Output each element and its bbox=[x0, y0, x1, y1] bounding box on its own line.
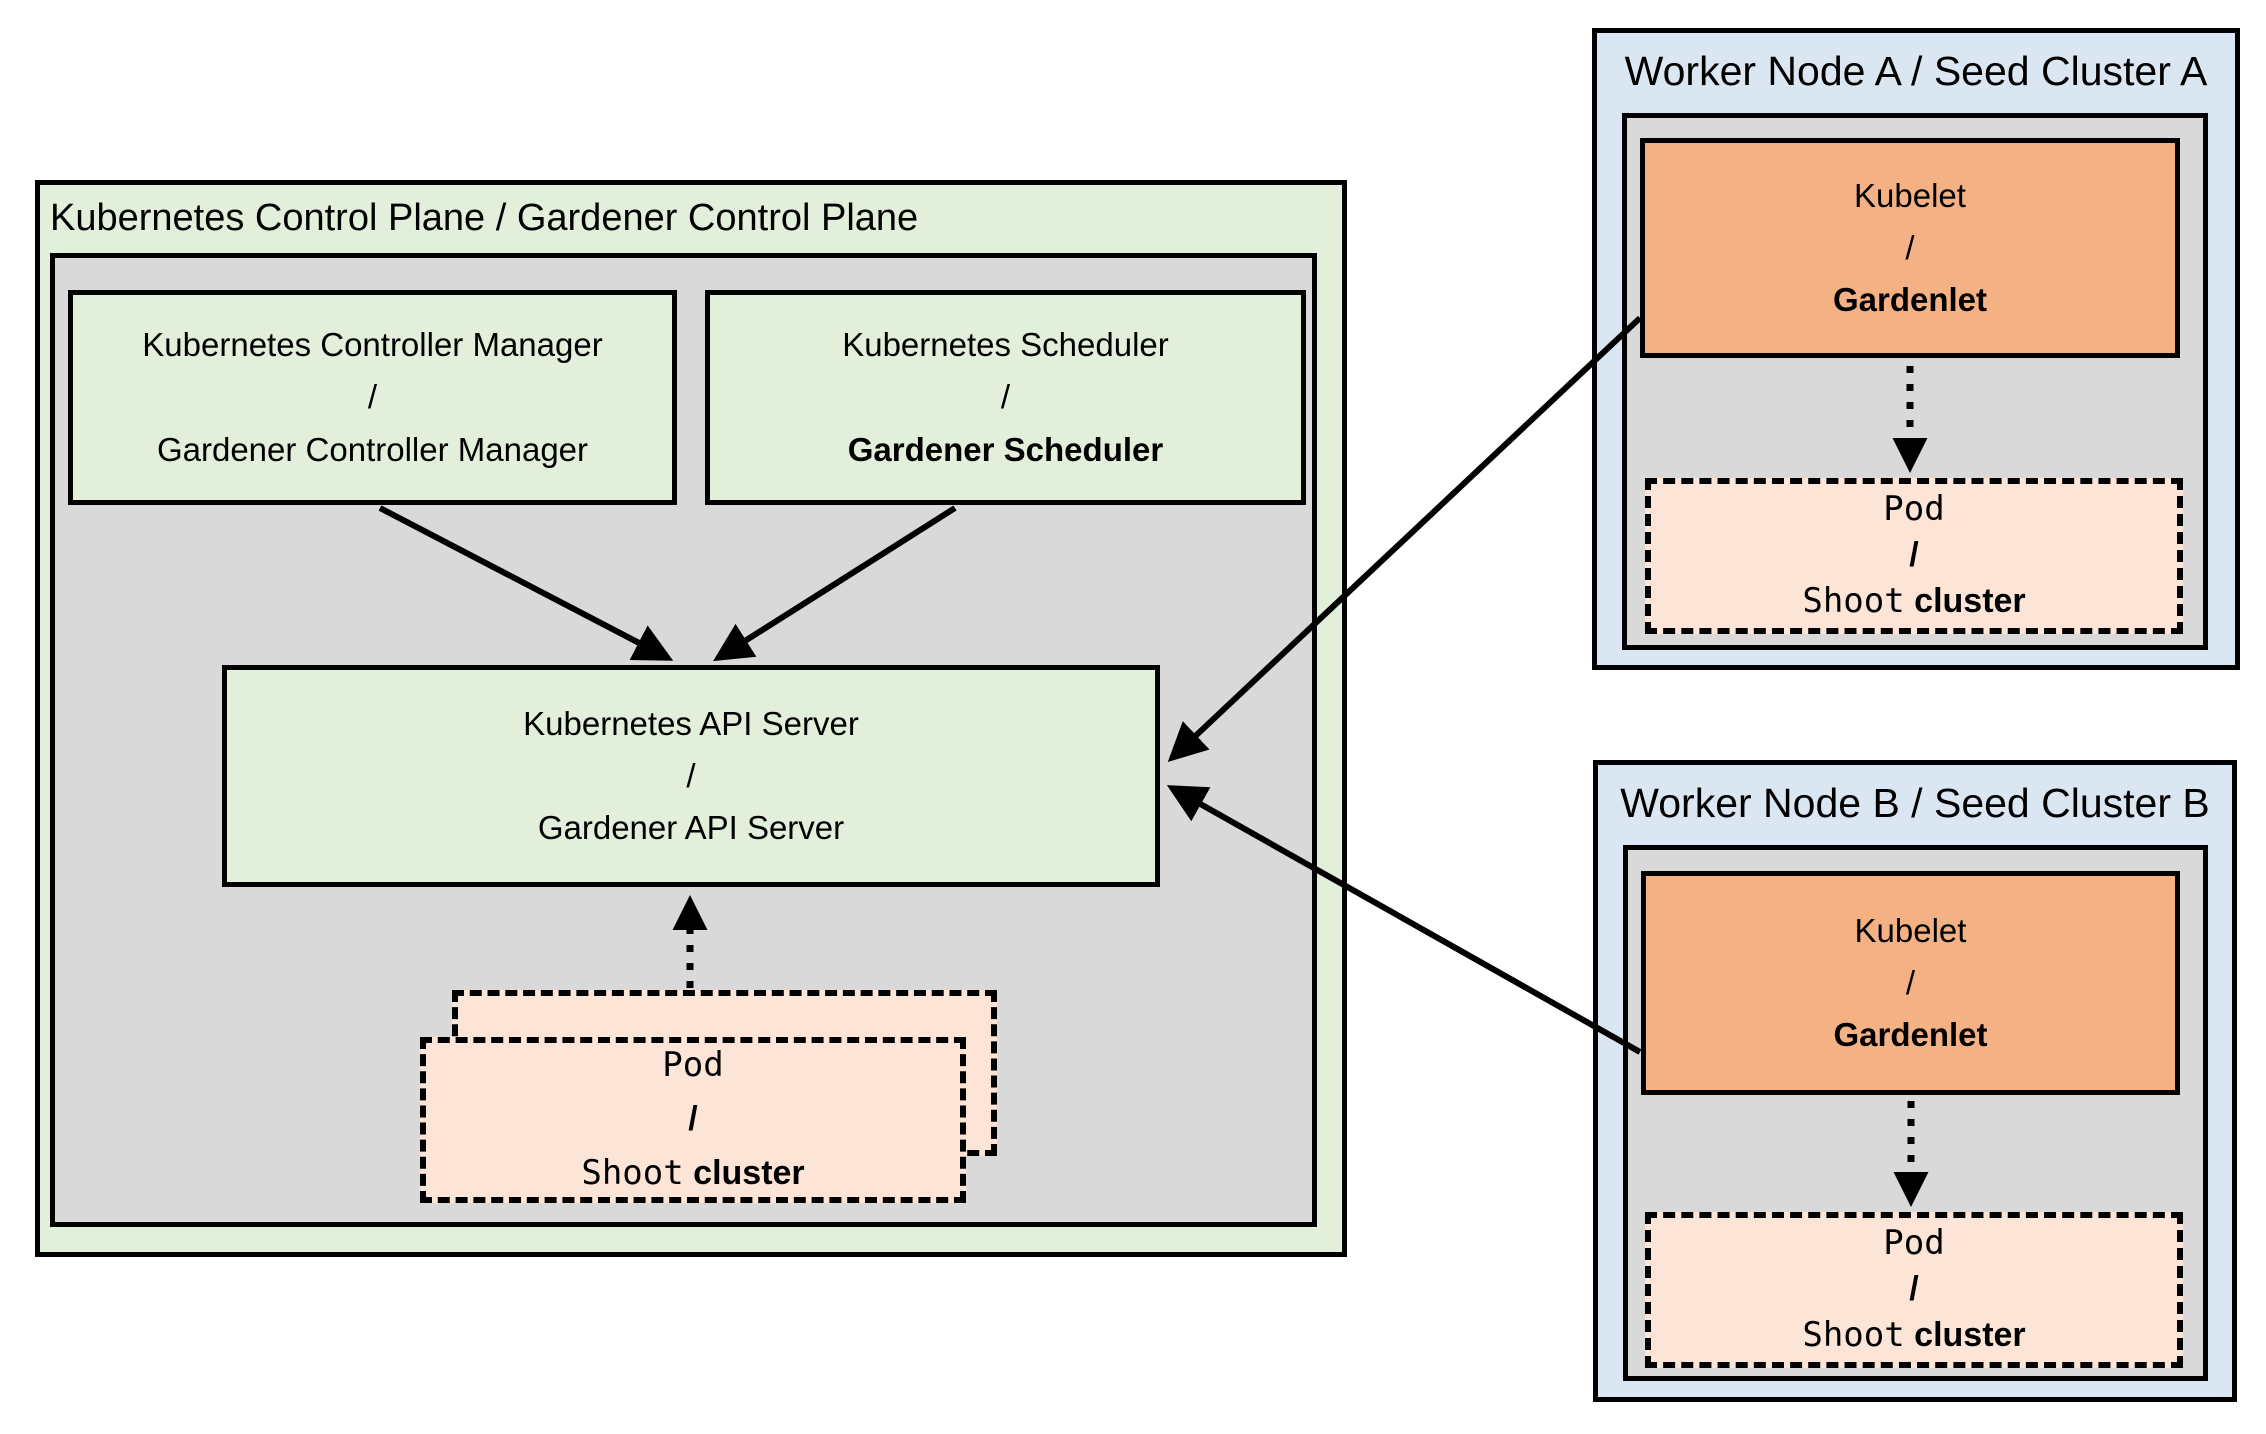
kubelet-b-separator: / bbox=[1905, 963, 1916, 1001]
pod-a-separator: / bbox=[1909, 536, 1919, 575]
api-server-label: Kubernetes API Server / Gardener API Ser… bbox=[523, 698, 859, 854]
kubelet-a-line2: Gardenlet bbox=[1832, 281, 1988, 319]
worker-node-a-title: Worker Node A / Seed Cluster A bbox=[1624, 48, 2208, 94]
pod-separator: / bbox=[688, 1100, 698, 1139]
pod-b-separator: / bbox=[1909, 1270, 1919, 1309]
controller-manager-line2: Gardener Controller Manager bbox=[156, 430, 589, 468]
pod-cluster-text: cluster bbox=[693, 1153, 805, 1192]
worker-node-b-kubelet-label: Kubelet / Gardenlet bbox=[1833, 905, 1987, 1061]
worker-node-a-pod-label: Pod / Shoot cluster bbox=[1802, 487, 2025, 625]
pod-b-line2: Shoot cluster bbox=[1802, 1313, 2025, 1359]
controller-manager-separator: / bbox=[367, 378, 378, 416]
scheduler-line1: Kubernetes Scheduler bbox=[842, 326, 1169, 364]
pod-a-cluster-text: cluster bbox=[1914, 581, 2026, 620]
control-plane-title: Kubernetes Control Plane / Gardener Cont… bbox=[50, 197, 919, 239]
api-server-line1: Kubernetes API Server bbox=[523, 704, 859, 742]
pod-a-shoot-text: Shoot bbox=[1802, 580, 1905, 621]
scheduler-separator: / bbox=[1000, 378, 1011, 416]
api-server-box: Kubernetes API Server / Gardener API Ser… bbox=[222, 665, 1160, 887]
pod-a-line2: Shoot cluster bbox=[1802, 579, 2025, 625]
pod-a-line1: Pod bbox=[1883, 489, 1945, 530]
worker-node-a-kubelet-box: Kubelet / Gardenlet bbox=[1640, 138, 2180, 358]
pod-shoot-text: Shoot bbox=[581, 1152, 684, 1193]
kubelet-a-line1: Kubelet bbox=[1854, 176, 1966, 214]
kubelet-b-line2: Gardenlet bbox=[1833, 1016, 1988, 1054]
controller-manager-line1: Kubernetes Controller Manager bbox=[142, 326, 603, 364]
worker-node-a-pod-box: Pod / Shoot cluster bbox=[1645, 478, 2183, 634]
pod-line2: Shoot cluster bbox=[581, 1147, 804, 1201]
control-plane-pod-label: Pod / Shoot cluster bbox=[581, 1039, 804, 1200]
api-server-separator: / bbox=[686, 756, 696, 794]
pod-b-shoot-text: Shoot bbox=[1802, 1314, 1905, 1355]
pod-b-line1: Pod bbox=[1883, 1223, 1945, 1264]
pod-line1: Pod bbox=[662, 1045, 724, 1086]
controller-manager-label: Kubernetes Controller Manager / Gardener… bbox=[142, 319, 602, 475]
pod-b-cluster-text: cluster bbox=[1914, 1315, 2026, 1354]
worker-node-a-kubelet-label: Kubelet / Gardenlet bbox=[1833, 170, 1987, 326]
worker-node-b-title: Worker Node B / Seed Cluster B bbox=[1620, 780, 2210, 826]
worker-node-b-pod-box: Pod / Shoot cluster bbox=[1645, 1212, 2183, 1368]
kubelet-a-separator: / bbox=[1905, 228, 1915, 266]
api-server-line2: Gardener API Server bbox=[537, 809, 845, 847]
scheduler-label: Kubernetes Scheduler / Gardener Schedule… bbox=[842, 319, 1169, 475]
control-plane-pod-box: Pod / Shoot cluster bbox=[420, 1037, 966, 1203]
controller-manager-box: Kubernetes Controller Manager / Gardener… bbox=[68, 290, 677, 505]
kubelet-b-line1: Kubelet bbox=[1854, 911, 1967, 949]
scheduler-line2: Gardener Scheduler bbox=[847, 430, 1164, 468]
worker-node-b-kubelet-box: Kubelet / Gardenlet bbox=[1641, 871, 2180, 1095]
worker-node-b-pod-label: Pod / Shoot cluster bbox=[1802, 1221, 2025, 1359]
scheduler-box: Kubernetes Scheduler / Gardener Schedule… bbox=[705, 290, 1306, 505]
